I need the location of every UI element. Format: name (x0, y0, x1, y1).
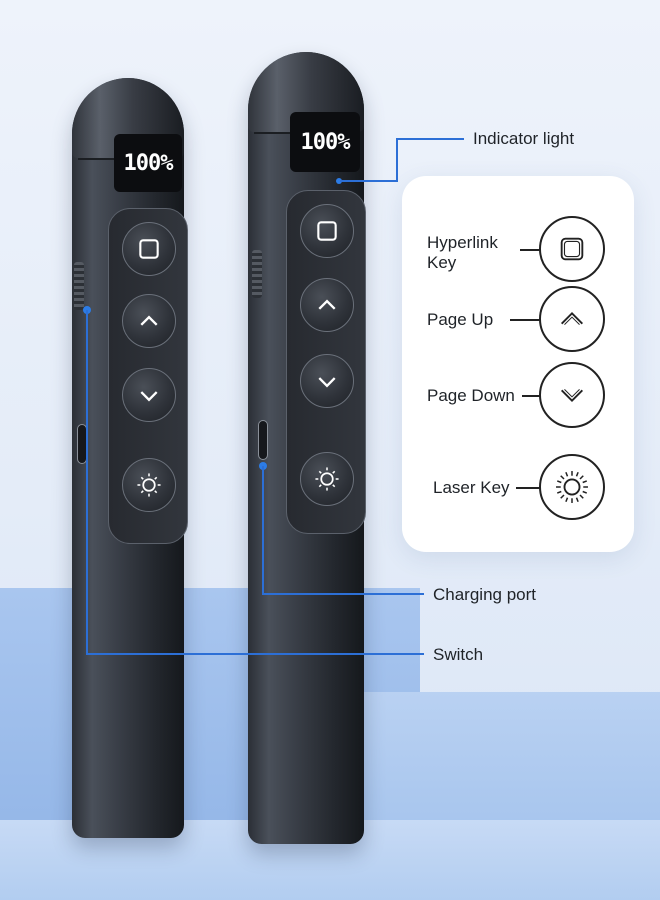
legend-connector (522, 395, 540, 397)
presenter-pen-left: 100% (72, 78, 188, 838)
indicator-light-dot (336, 178, 342, 184)
page-down-label: Page Down (427, 386, 515, 405)
charging-port-label: Charging port (433, 585, 537, 604)
laser-key-button[interactable] (122, 458, 176, 512)
indicator-light-label: Indicator light (473, 129, 575, 148)
battery-display-text: 100% (300, 129, 351, 155)
sun-icon (556, 471, 588, 503)
chevron-up-icon (561, 312, 583, 325)
charging-port-right (258, 420, 268, 460)
page-down-button[interactable] (122, 368, 176, 422)
hyperlink-key-label: Hyperlink Key (427, 233, 498, 272)
switch-leader (86, 653, 424, 655)
legend-connector (520, 249, 540, 251)
page-up-label: Page Up (427, 310, 494, 329)
page-up-button[interactable] (122, 294, 176, 348)
laser-key-button[interactable] (300, 452, 354, 506)
battery-display-text: 100% (123, 150, 174, 176)
hyperlink-key-button[interactable] (300, 204, 354, 258)
legend-connector (516, 487, 540, 489)
sun-icon (137, 473, 161, 497)
square-icon (317, 221, 337, 241)
battery-display: 100% (114, 134, 182, 192)
power-switch-right[interactable] (252, 250, 262, 298)
sun-icon (315, 467, 339, 491)
chevron-down-icon (318, 377, 336, 388)
page-down-button[interactable] (300, 354, 354, 408)
page-up-button[interactable] (300, 278, 354, 332)
chevron-up-icon (140, 315, 158, 326)
power-switch-left[interactable] (74, 262, 84, 310)
chevron-up-icon (318, 299, 336, 310)
square-icon (139, 239, 159, 259)
page-up-legend-icon (539, 286, 605, 352)
switch-label: Switch (433, 645, 484, 664)
chevron-down-icon (561, 389, 583, 402)
hyperlink-key-button[interactable] (122, 222, 176, 276)
laser-key-label: Laser Key (433, 478, 510, 497)
indicator-light-leader (396, 138, 398, 181)
page-down-legend-icon (539, 362, 605, 428)
laser-key-legend-icon (539, 454, 605, 520)
battery-display: 100% (290, 112, 360, 172)
charging-port-leader (262, 466, 264, 594)
charging-port-leader (262, 593, 424, 595)
indicator-light-leader (396, 138, 464, 140)
indicator-light-leader (340, 180, 398, 182)
hyperlink-key-legend-icon (539, 216, 605, 282)
chevron-down-icon (140, 391, 158, 402)
legend-connector (510, 319, 540, 321)
switch-leader (86, 310, 88, 654)
button-legend-card: Hyperlink Key Page Up Page Down Laser Ke… (402, 176, 634, 552)
square-icon (560, 237, 584, 261)
